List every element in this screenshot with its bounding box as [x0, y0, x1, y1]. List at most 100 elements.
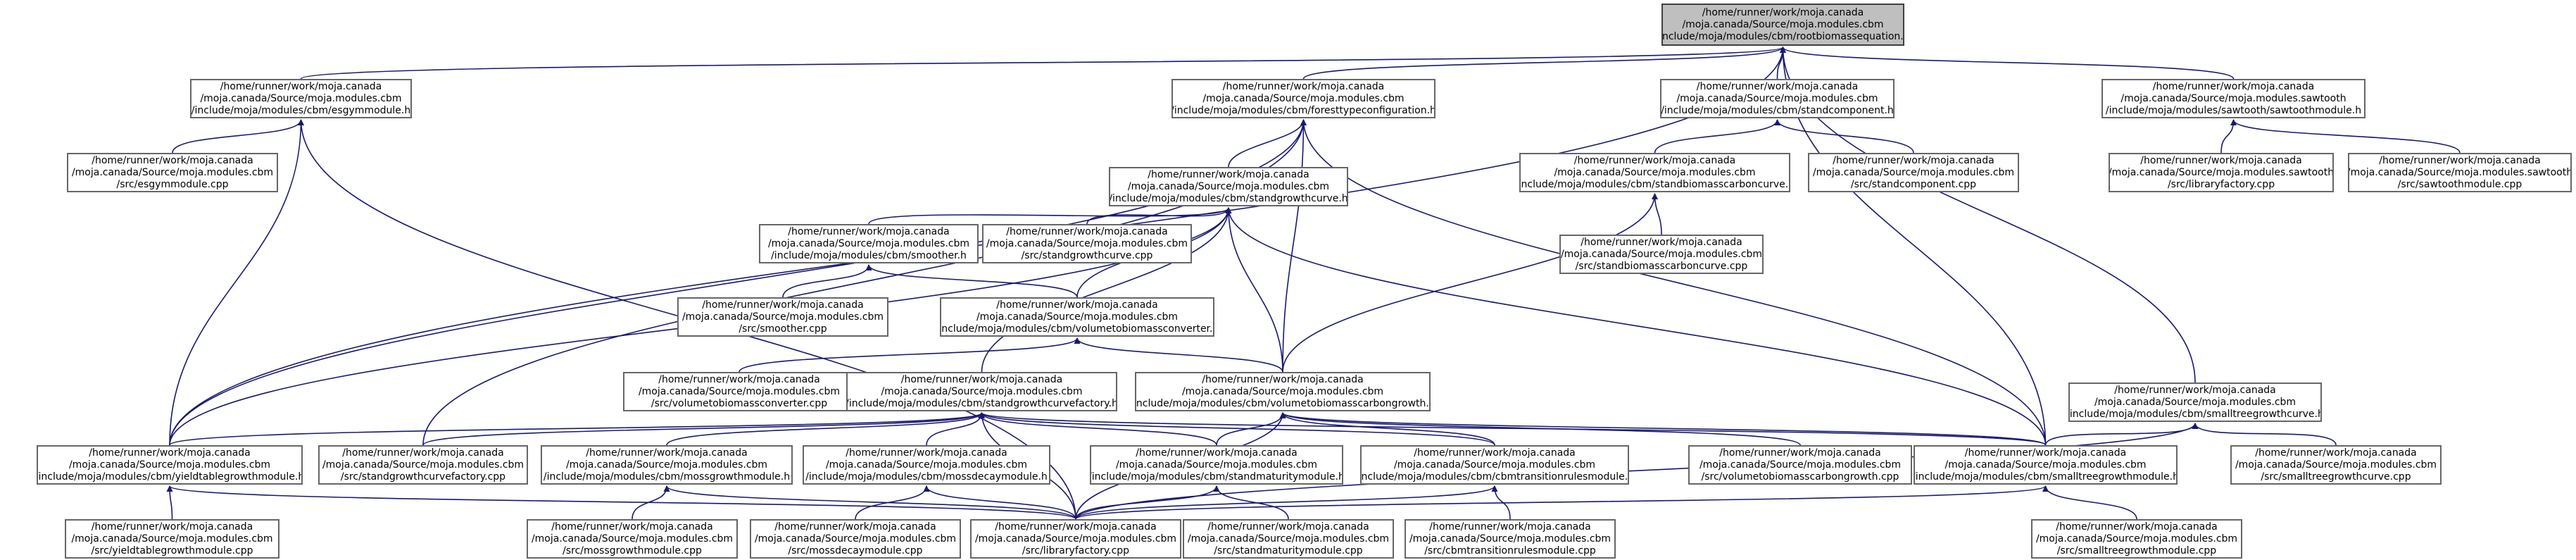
node-label: /home/runner/work/moja.canada/moja.canad… — [1519, 154, 1790, 190]
edge-volcarboncpp-to-volcarbon — [1279, 412, 1801, 446]
node-label: /home/runner/work/moja.canada/moja.canad… — [531, 521, 734, 556]
node-label: /home/runner/work/moja.canada/moja.canad… — [1135, 373, 1431, 409]
node-label: /home/runner/work/moja.canada/moja.canad… — [1187, 521, 1390, 556]
node-label: /home/runner/work/moja.canada/moja.canad… — [1171, 80, 1435, 116]
edge-foresttype-to-root — [1302, 46, 1786, 80]
node-volumetobiomassconverter-h[interactable]: /home/runner/work/moja.canada/moja.canad… — [940, 297, 1214, 337]
node-cbmtransitionrulesmodule-h[interactable]: /home/runner/work/moja.canada/moja.canad… — [1360, 445, 1629, 485]
edge-libfact-to-mossdecay — [923, 485, 1076, 520]
node-foresttypeconfiguration-h[interactable]: /home/runner/work/moja.canada/moja.canad… — [1171, 79, 1435, 118]
edge-standbio-to-standcomp — [1654, 119, 1780, 154]
node-sawtoothmodule-h[interactable]: /home/runner/work/moja.canada/moja.canad… — [2101, 79, 2365, 118]
edge-cbmtrans-to-volcarbon — [1279, 412, 1495, 446]
node-mossdecaymodule-cpp[interactable]: /home/runner/work/moja.canada/moja.canad… — [750, 519, 961, 559]
node-volumetobiomasscarbongrowth-cpp[interactable]: /home/runner/work/moja.canada/moja.canad… — [1688, 445, 1912, 485]
node-smalltreegrowthcurve-cpp[interactable]: /home/runner/work/moja.canada/moja.canad… — [2230, 445, 2442, 485]
node-label: /home/runner/work/moja.canada/moja.canad… — [1661, 6, 1904, 42]
node-label: /home/runner/work/moja.canada/moja.canad… — [1560, 236, 1763, 272]
node-standbiomasscarboncurve-cpp[interactable]: /home/runner/work/moja.canada/moja.canad… — [1559, 235, 1764, 274]
edge-standgcfact-to-standgc — [981, 207, 1232, 373]
node-label: /home/runner/work/moja.canada/moja.canad… — [681, 299, 884, 335]
node-label: /home/runner/work/moja.canada/moja.canad… — [1661, 80, 1894, 116]
node-label: /home/runner/work/moja.canada/moja.canad… — [638, 373, 841, 409]
node-label: /home/runner/work/moja.canada/moja.canad… — [1812, 154, 2015, 190]
edge-standbiocpp-to-standbio — [1652, 193, 1662, 235]
node-mossgrowthmodule-cpp[interactable]: /home/runner/work/moja.canada/moja.canad… — [527, 519, 738, 559]
node-standcomponent-cpp[interactable]: /home/runner/work/moja.canada/moja.canad… — [1808, 153, 2019, 192]
node-label: /home/runner/work/moja.canada/moja.canad… — [71, 154, 274, 190]
edge-esgym-to-root — [300, 46, 1786, 80]
node-label: /home/runner/work/moja.canada/moja.canad… — [805, 447, 1048, 483]
node-label: /home/runner/work/moja.canada/moja.canad… — [2235, 447, 2437, 483]
edge-standgcfactcpp-to-standgcfact — [422, 412, 985, 446]
node-standbiomasscarboncurve-h[interactable]: /home/runner/work/moja.canada/moja.canad… — [1519, 153, 1790, 192]
edge-smalltgccpp-to-smalltgc — [2192, 423, 2337, 446]
node-standcomponent-h[interactable]: /home/runner/work/moja.canada/moja.canad… — [1660, 79, 1895, 118]
edge-yieldtable-to-esgym — [169, 119, 304, 446]
node-esgymmodule-cpp[interactable]: /home/runner/work/moja.canada/moja.canad… — [67, 153, 278, 192]
node-volumetobiomasscarbongrowth-h[interactable]: /home/runner/work/moja.canada/moja.canad… — [1135, 372, 1431, 411]
node-label: /home/runner/work/moja.canada/moja.canad… — [1109, 168, 1348, 204]
edge-standmat-to-standgcfact — [979, 412, 1217, 446]
edge-smalltgm-to-foresttype — [1300, 119, 2047, 446]
edge-libfact-to-smalltgm — [1075, 485, 2049, 520]
node-label: /home/runner/work/moja.canada/moja.canad… — [2068, 384, 2322, 420]
node-label: /home/runner/work/moja.canada/moja.canad… — [846, 373, 1117, 409]
node-label: /home/runner/work/moja.canada/moja.canad… — [1360, 447, 1629, 483]
edge-smalltgmcpp-to-smalltgm — [2042, 485, 2137, 520]
edge-smalltgm-to-standgc — [1225, 207, 2047, 446]
node-sawtooth-libraryfactory-cpp[interactable]: /home/runner/work/moja.canada/moja.canad… — [2109, 153, 2334, 192]
node-label: /home/runner/work/moja.canada/moja.canad… — [754, 521, 957, 556]
node-sawtoothmodule-cpp[interactable]: /home/runner/work/moja.canada/moja.canad… — [2348, 153, 2572, 192]
edge-smoothercpp-to-smoother — [782, 264, 872, 298]
node-esgymmodule-h[interactable]: /home/runner/work/moja.canada/moja.canad… — [190, 79, 412, 118]
node-smoother-h[interactable]: /home/runner/work/moja.canada/moja.canad… — [759, 224, 979, 263]
edge-smoother-to-standgc — [868, 207, 1232, 225]
edge-volcarbon-to-standbio — [1282, 193, 1658, 373]
node-volumetobiomassconverter-cpp[interactable]: /home/runner/work/moja.canada/moja.canad… — [623, 372, 855, 411]
node-yieldtablegrowthmodule-h[interactable]: /home/runner/work/moja.canada/moja.canad… — [37, 445, 303, 485]
node-label: /home/runner/work/moja.canada/moja.canad… — [974, 521, 1177, 556]
node-standmaturitymodule-h[interactable]: /home/runner/work/moja.canada/moja.canad… — [1090, 445, 1343, 485]
edge-smalltgm-to-standgcfact — [979, 412, 2047, 446]
node-label: /home/runner/work/moja.canada/moja.canad… — [191, 80, 411, 116]
edge-volcarbon-to-standgc — [1225, 207, 1283, 373]
edge-volconv-to-smoother — [865, 264, 1078, 298]
node-smalltreegrowthmodule-h[interactable]: /home/runner/work/moja.canada/moja.canad… — [1914, 445, 2178, 485]
node-label: /home/runner/work/moja.canada/moja.canad… — [940, 299, 1214, 335]
edge-libfact-to-standmat — [1075, 485, 1220, 520]
edge-mossdecaycpp-to-mossdecay — [855, 485, 930, 520]
node-mossdecaymodule-h[interactable]: /home/runner/work/moja.canada/moja.canad… — [803, 445, 1050, 485]
node-label: /home/runner/work/moja.canada/moja.canad… — [1409, 521, 1611, 556]
edge-sawcpp-to-sawtooth — [2230, 119, 2461, 154]
node-label: /home/runner/work/moja.canada/moja.canad… — [767, 225, 970, 261]
node-standgrowthcurvefactory-cpp[interactable]: /home/runner/work/moja.canada/moja.canad… — [318, 445, 528, 485]
edge-libfactsaw-to-sawtooth — [2220, 119, 2237, 154]
node-cbmtransitionrulesmodule-cpp[interactable]: /home/runner/work/moja.canada/moja.canad… — [1405, 519, 1616, 559]
node-libraryfactory-cpp[interactable]: /home/runner/work/moja.canada/moja.canad… — [970, 519, 1181, 559]
edge-yieldtablecpp-to-yieldtable — [166, 485, 173, 520]
node-label: /home/runner/work/moja.canada/moja.canad… — [322, 447, 524, 483]
edge-volconvcpp-to-volconv — [739, 337, 1081, 373]
edge-moss-to-standgcfact — [666, 412, 985, 446]
node-standmaturitymodule-cpp[interactable]: /home/runner/work/moja.canada/moja.canad… — [1183, 519, 1394, 559]
edge-sawtooth-to-root — [1780, 46, 2235, 80]
node-mossgrowthmodule-h[interactable]: /home/runner/work/moja.canada/moja.canad… — [541, 445, 793, 485]
edge-libfact-to-yieldtable — [166, 485, 1076, 520]
edge-standgccpp-to-standgc — [1086, 207, 1232, 225]
node-standgrowthcurvefactory-h[interactable]: /home/runner/work/moja.canada/moja.canad… — [846, 372, 1117, 411]
edge-standcompcpp-to-standcomp — [1774, 119, 1914, 154]
node-smoother-cpp[interactable]: /home/runner/work/moja.canada/moja.canad… — [677, 297, 888, 337]
edge-cbmtrans-to-standgcfact — [979, 412, 1495, 446]
node-standgrowthcurve-cpp[interactable]: /home/runner/work/moja.canada/moja.canad… — [982, 224, 1192, 263]
node-smalltreegrowthmodule-cpp[interactable]: /home/runner/work/moja.canada/moja.canad… — [2031, 519, 2242, 559]
node-smalltreegrowthcurve-h[interactable]: /home/runner/work/moja.canada/moja.canad… — [2068, 382, 2322, 422]
node-yieldtablegrowthmodule-cpp[interactable]: /home/runner/work/moja.canada/moja.canad… — [65, 519, 279, 559]
edge-esgymcpp-to-esgym — [172, 119, 304, 154]
edge-volcarbon-to-volconv — [1074, 337, 1283, 373]
node-label: /home/runner/work/moja.canada/moja.canad… — [1914, 447, 2178, 483]
node-rootbiomassequation-h[interactable]: /home/runner/work/moja.canada/moja.canad… — [1661, 4, 1904, 46]
edge-libfact-to-moss — [663, 485, 1076, 520]
node-standgrowthcurve-h[interactable]: /home/runner/work/moja.canada/moja.canad… — [1109, 167, 1348, 206]
node-label: /home/runner/work/moja.canada/moja.canad… — [2348, 154, 2572, 190]
